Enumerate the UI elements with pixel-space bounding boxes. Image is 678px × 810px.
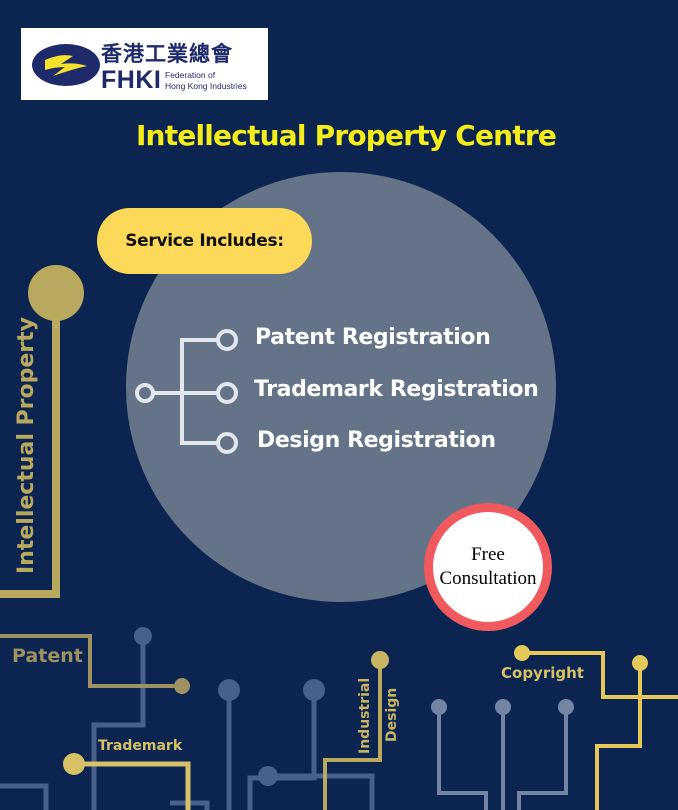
industrial-design-circuit-trace [323, 660, 382, 810]
service-includes-label: Service Includes: [125, 231, 284, 251]
logo-english-line2: Hong Kong Industries [165, 81, 247, 91]
muted-circuit-traces [0, 636, 375, 810]
copyright-circuit-trace [522, 651, 678, 810]
patent-node [174, 678, 190, 694]
tree-node-design [216, 432, 238, 454]
label-trademark: Trademark [98, 738, 183, 754]
logo-english-name: Federation of Hong Kong Industries [165, 70, 265, 92]
free-consultation-badge[interactable]: Free Consultation [424, 503, 552, 631]
label-patent: Patent [12, 645, 83, 667]
tree-root-node [135, 383, 155, 403]
label-design: Design [384, 687, 400, 742]
trademark-node [63, 753, 85, 775]
page-title: Intellectual Property Centre [135, 119, 557, 152]
copyright-node [514, 645, 530, 661]
logo-abbreviation: FHKI [101, 66, 162, 94]
patent-circuit-trace [0, 634, 182, 688]
free-consultation-line2: Consultation [439, 568, 537, 589]
trademark-circuit-trace [74, 761, 191, 810]
service-includes-badge: Service Includes: [97, 208, 312, 274]
grey-circuit-traces [437, 707, 568, 810]
tree-node-trademark [216, 382, 238, 404]
label-industrial: Industrial [357, 677, 373, 754]
copyright-node-2 [632, 655, 648, 671]
service-item-design: Design Registration [257, 428, 496, 453]
muted-circuit-nodes [134, 627, 325, 786]
feature-circle [126, 172, 556, 602]
service-tree-connector [135, 329, 238, 454]
logo-chinese-name: 香港工業總會 [101, 42, 233, 66]
fhki-logo: 香港工業總會 FHKI Federation of Hong Kong Indu… [21, 28, 268, 100]
tree-node-patent [216, 329, 238, 351]
logo-english-line1: Federation of [165, 70, 216, 80]
service-item-trademark: Trademark Registration [254, 377, 539, 402]
grey-circuit-nodes [431, 699, 574, 715]
ip-circuit-trace [0, 265, 84, 598]
service-item-patent: Patent Registration [255, 325, 491, 350]
label-copyright: Copyright [501, 664, 584, 682]
free-consultation-line1: Free [471, 544, 505, 565]
fhki-emblem-icon [32, 44, 100, 86]
industrial-design-node [371, 651, 389, 669]
label-intellectual-property: Intellectual Property [14, 316, 39, 574]
